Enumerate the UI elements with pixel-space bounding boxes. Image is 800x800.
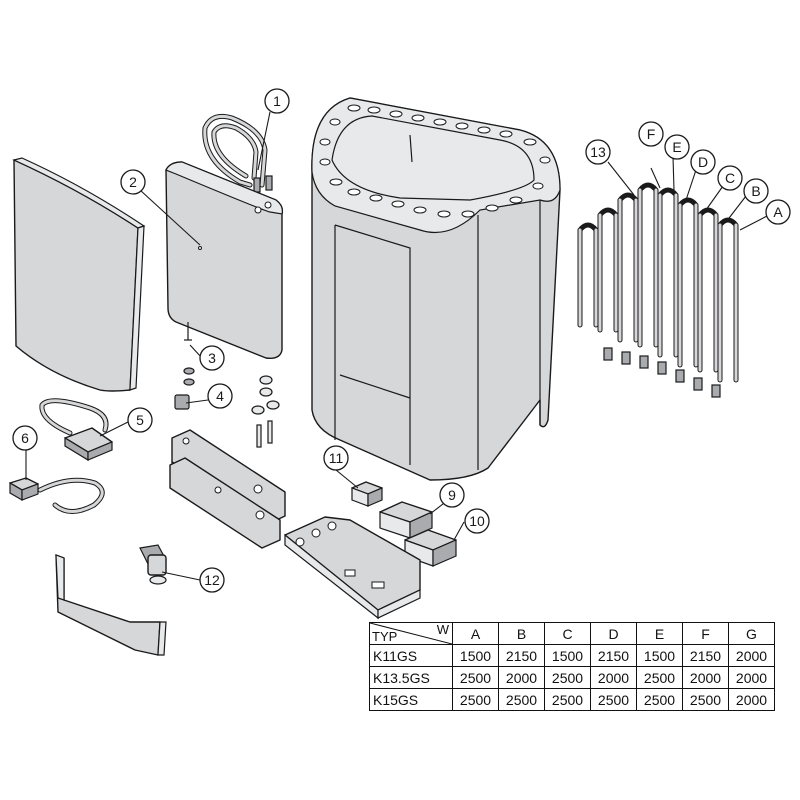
column-header: F (682, 622, 729, 645)
top-vent-holes (319, 104, 551, 218)
column-header: D (590, 622, 637, 645)
svg-text:11: 11 (329, 450, 344, 466)
callouts: 1 2 3 4 5 6 9 10 (12, 88, 791, 593)
wattage-table: TYP W A B C D E F G K11GS 1500 2150 1500… (369, 622, 775, 711)
svg-text:C: C (725, 170, 735, 186)
heating-element-loops (577, 182, 739, 383)
svg-text:E: E (672, 139, 681, 155)
svg-text:10: 10 (469, 513, 485, 529)
switch-part-5 (39, 398, 113, 462)
value-cell: 2500 (498, 688, 545, 711)
svg-text:9: 9 (448, 487, 456, 503)
value-cell: 2500 (636, 666, 683, 689)
svg-text:5: 5 (136, 412, 144, 428)
svg-text:B: B (751, 183, 760, 199)
svg-text:12: 12 (204, 572, 220, 588)
value-cell: 2500 (544, 666, 591, 689)
coil-element-part-1 (202, 113, 273, 193)
water-tank-part-2 (165, 161, 284, 360)
callout-3: 3 (199, 345, 225, 371)
value-cell: 2000 (590, 666, 637, 689)
value-cell: 1500 (452, 644, 499, 667)
value-cell: 2150 (498, 644, 545, 667)
callout-9: 9 (439, 482, 465, 508)
table-row: K13.5GS 2500 2000 2500 2000 2500 2000 20… (369, 666, 775, 689)
callout-4: 4 (207, 383, 233, 409)
model-cell: K11GS (369, 644, 453, 667)
box-part-10 (404, 529, 457, 567)
block-part-6 (9, 477, 105, 514)
heating-element-bank (577, 182, 739, 398)
model-cell: K13.5GS (369, 666, 453, 689)
value-cell: 2500 (682, 688, 729, 711)
callout-C: C (717, 165, 743, 191)
typ-label: TYP (372, 629, 398, 644)
mounting-plate (284, 516, 421, 620)
w-label: W (436, 622, 449, 637)
svg-text:4: 4 (216, 388, 224, 404)
table-header-row: TYP W A B C D E F G (369, 622, 775, 645)
heating-element-terminals (603, 347, 721, 398)
value-cell: 2000 (728, 666, 775, 689)
relay-part-11 (351, 481, 383, 507)
table-corner-cell: TYP W (369, 622, 453, 645)
value-cell: 2000 (498, 666, 545, 689)
value-cell: 2000 (728, 644, 775, 667)
callout-10: 10 (464, 508, 490, 534)
callout-E: E (664, 134, 690, 160)
callout-5: 5 (127, 407, 153, 433)
column-header: E (636, 622, 683, 645)
value-cell: 2000 (728, 688, 775, 711)
column-header: C (544, 622, 591, 645)
value-cell: 1500 (636, 644, 683, 667)
svg-text:F: F (647, 126, 656, 142)
table-row: K11GS 1500 2150 1500 2150 1500 2150 2000 (369, 644, 775, 667)
callout-13: 13 (585, 139, 611, 165)
svg-text:13: 13 (590, 144, 606, 160)
value-cell: 2150 (590, 644, 637, 667)
callout-D: D (690, 149, 716, 175)
value-cell: 1500 (544, 644, 591, 667)
callout-F: F (638, 121, 664, 147)
leader-lines (25, 111, 768, 581)
value-cell: 2150 (682, 644, 729, 667)
callout-A: A (765, 199, 791, 225)
value-cell: 2000 (682, 666, 729, 689)
column-header: G (728, 622, 775, 645)
model-cell: K15GS (369, 688, 453, 711)
callout-12: 12 (199, 567, 225, 593)
value-cell: 2500 (452, 688, 499, 711)
front-side-panel (12, 157, 146, 392)
fittings-part-3-4 (174, 367, 280, 448)
svg-text:2: 2 (129, 174, 137, 190)
callout-11: 11 (323, 445, 349, 471)
value-cell: 2500 (452, 666, 499, 689)
heater-main-body (311, 97, 561, 481)
svg-text:A: A (773, 204, 783, 220)
table-row: K15GS 2500 2500 2500 2500 2500 2500 2000 (369, 688, 775, 711)
column-header: B (498, 622, 545, 645)
callout-B: B (743, 178, 769, 204)
bottom-cover-plate (55, 554, 167, 656)
svg-text:6: 6 (21, 430, 29, 446)
valve-part-12 (139, 544, 167, 585)
corner-diagonal (370, 623, 452, 644)
column-header: A (452, 622, 499, 645)
value-cell: 2500 (544, 688, 591, 711)
callout-2: 2 (120, 169, 146, 195)
svg-text:D: D (698, 154, 708, 170)
value-cell: 2500 (636, 688, 683, 711)
callout-6: 6 (12, 425, 38, 451)
bracket-rail (169, 429, 286, 549)
svg-text:1: 1 (273, 93, 281, 109)
callout-1: 1 (264, 88, 290, 114)
svg-text:3: 3 (208, 350, 216, 366)
value-cell: 2500 (590, 688, 637, 711)
